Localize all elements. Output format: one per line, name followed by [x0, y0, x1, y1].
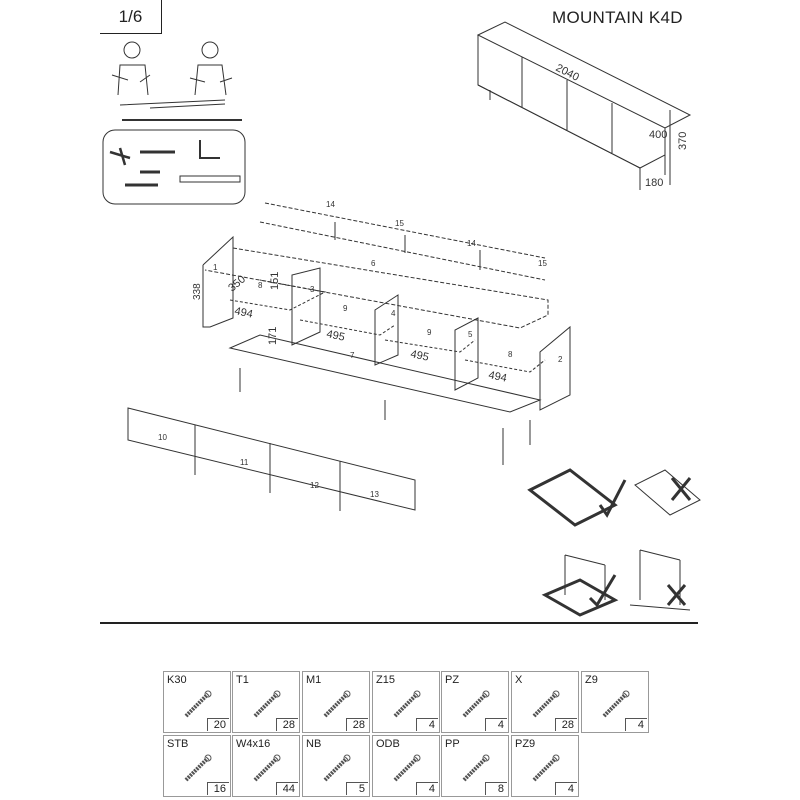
part-quantity: 8: [485, 782, 507, 795]
measurement: 495: [325, 328, 345, 344]
part-label: 14: [326, 200, 335, 209]
part-label: 8: [258, 281, 263, 290]
page-number: 1/6: [100, 0, 162, 34]
exploded-view: 1 2 3 4 5 6 7 8 8 9 9 10 11 12 13 14 15 …: [127, 200, 571, 511]
cabinet-overview: 2040 400 370 180: [476, 21, 692, 190]
height-dimension: 370: [677, 132, 689, 150]
part-quantity: 20: [207, 718, 229, 731]
part-cell: W4x16 44: [232, 735, 300, 797]
part-cell: PP 8: [441, 735, 509, 797]
part-quantity: 4: [416, 718, 438, 731]
part-code: ODB: [376, 738, 400, 750]
part-code: M1: [306, 674, 322, 686]
part-quantity: 4: [416, 782, 438, 795]
part-cell: Z9 4: [581, 671, 649, 733]
part-cell: NB 5: [302, 735, 370, 797]
part-code: K30: [167, 674, 187, 686]
hardware-icon: [323, 754, 351, 782]
part-label: 15: [395, 219, 404, 228]
part-label: 9: [343, 304, 348, 313]
part-code: T1: [236, 674, 249, 686]
part-label: 3: [310, 285, 315, 294]
part-label: 13: [370, 490, 379, 499]
part-quantity: 44: [276, 782, 298, 795]
part-cell: T1 28: [232, 671, 300, 733]
part-label: 5: [468, 330, 473, 339]
part-label: 6: [371, 259, 376, 268]
assembly-illustration: 2040 400 370 180 1 2 3 4 5 6 7 8 8 9 9 1…: [102, 21, 701, 617]
part-quantity: 16: [207, 782, 229, 795]
part-code: NB: [306, 738, 322, 750]
part-label: 2: [558, 355, 563, 364]
part-label: 9: [427, 328, 432, 337]
two-person-icon: [111, 41, 242, 121]
hardware-icon: [323, 690, 351, 718]
part-cell: PZ9 4: [511, 735, 579, 797]
part-label: 4: [391, 309, 396, 318]
hardware-icon: [253, 754, 281, 782]
hardware-icon: [253, 690, 281, 718]
part-code: Z9: [585, 674, 598, 686]
measurement: 171: [267, 327, 279, 345]
section-divider: [100, 622, 698, 624]
leg-dimension: 180: [645, 177, 663, 189]
part-cell: M1 28: [302, 671, 370, 733]
correct-handling-icon: [527, 468, 627, 527]
hardware-icon: [184, 754, 212, 782]
part-code: STB: [167, 738, 189, 750]
part-quantity: 4: [625, 718, 647, 731]
incorrect-handling-icon: [634, 469, 701, 516]
part-code: Z15: [376, 674, 395, 686]
part-label: 14: [467, 239, 476, 248]
part-quantity: 4: [485, 718, 507, 731]
product-title: MOUNTAIN K4D: [552, 8, 683, 27]
part-code: X: [515, 674, 523, 686]
measurement: 338: [192, 283, 203, 300]
part-code: PZ: [445, 674, 460, 686]
measurement: 350: [226, 273, 248, 294]
part-label: 7: [350, 351, 355, 360]
hardware-icon: [184, 690, 212, 718]
measurement: 494: [233, 305, 253, 321]
part-code: W4x16: [236, 738, 271, 750]
part-cell: Z15 4: [372, 671, 440, 733]
part-code: PZ9: [515, 738, 536, 750]
part-quantity: 4: [555, 782, 577, 795]
part-label: 10: [158, 433, 167, 442]
hardware-icon: [532, 690, 560, 718]
part-quantity: 28: [555, 718, 577, 731]
part-cell: X 28: [511, 671, 579, 733]
measurement: 495: [409, 348, 429, 364]
hardware-icon: [393, 754, 421, 782]
hardware-icon: [532, 754, 560, 782]
hardware-icon: [462, 754, 490, 782]
hardware-icon: [462, 690, 490, 718]
tools-icon: [102, 129, 246, 205]
part-label: 1: [213, 263, 218, 272]
part-cell: PZ 4: [441, 671, 509, 733]
depth-dimension: 400: [649, 129, 667, 141]
measurement: 494: [487, 369, 507, 385]
correct-placement-icon: [541, 554, 619, 617]
measurement: 151: [269, 272, 281, 290]
part-code: PP: [445, 738, 460, 750]
part-cell: STB 16: [163, 735, 231, 797]
part-cell: K30 20: [163, 671, 231, 733]
hardware-icon: [393, 690, 421, 718]
part-label: 8: [508, 350, 513, 359]
part-cell: ODB 4: [372, 735, 440, 797]
part-quantity: 5: [346, 782, 368, 795]
part-label: 15: [538, 259, 547, 268]
incorrect-placement-icon: [629, 549, 691, 611]
part-label: 11: [240, 458, 249, 467]
part-label: 12: [310, 481, 319, 490]
part-quantity: 28: [276, 718, 298, 731]
hardware-icon: [602, 690, 630, 718]
part-quantity: 28: [346, 718, 368, 731]
